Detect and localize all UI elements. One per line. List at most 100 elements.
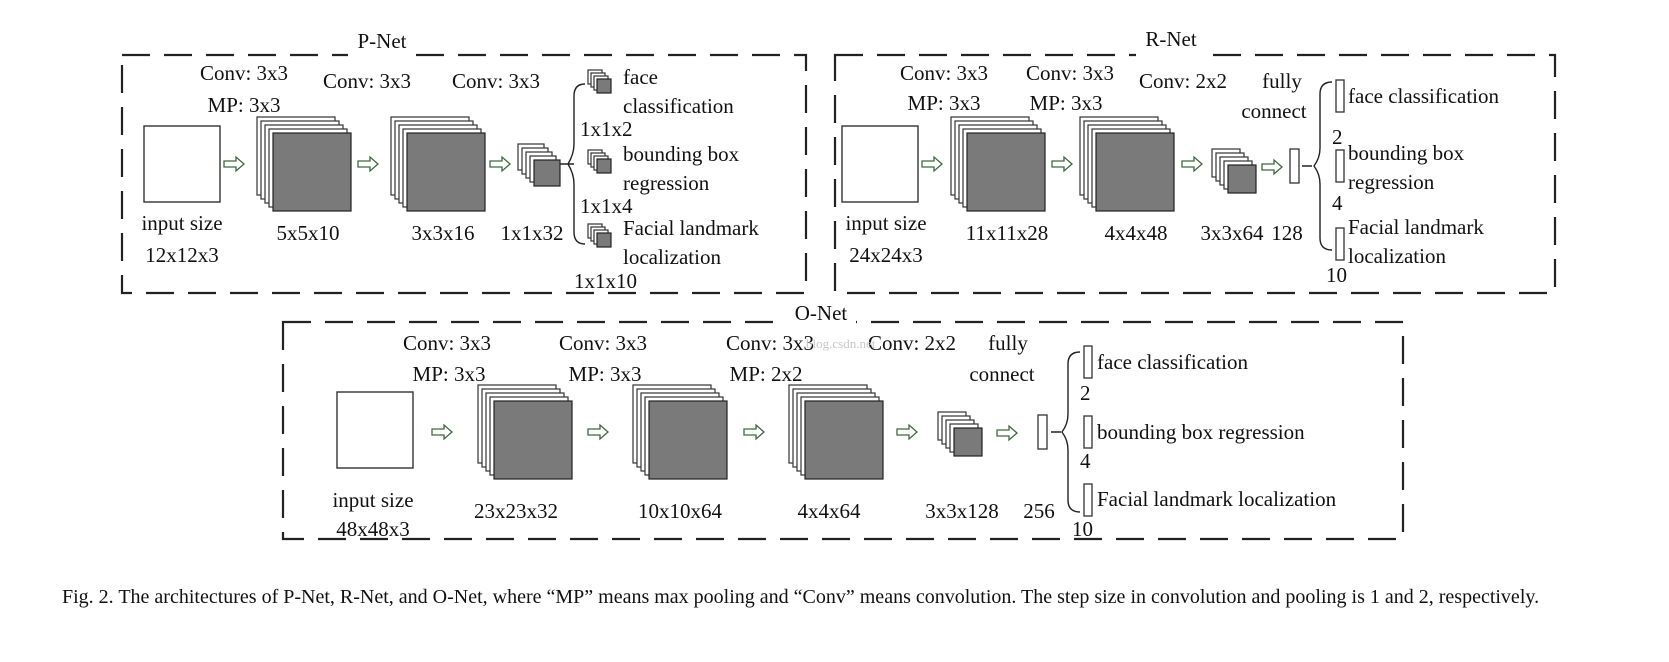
- onet-layer1-op2: MP: 3x3: [413, 362, 486, 386]
- rnet-layer2-out: 4x4x48: [1105, 221, 1168, 245]
- rnet-layer1-op1: Conv: 3x3: [900, 61, 988, 85]
- rnet-output3-vector: [1335, 227, 1345, 261]
- rnet-fc-label-2: connect: [1241, 99, 1306, 123]
- onet-arrow-5: [996, 424, 1018, 442]
- onet-output-brace: [1051, 351, 1081, 513]
- pnet-input-size: 12x12x3: [145, 243, 219, 267]
- onet-fc-label-1: fully: [988, 331, 1028, 355]
- onet-output2-vector: [1083, 415, 1093, 449]
- onet-fc-label-2: connect: [969, 362, 1034, 386]
- rnet-input-label: input size: [845, 211, 926, 235]
- onet-layer4-out: 3x3x128: [925, 499, 999, 523]
- pnet-output3-size: 1x1x10: [574, 269, 637, 293]
- rnet-input-image: [841, 125, 919, 203]
- pnet-arrow-3: [489, 155, 511, 173]
- rnet-fc-vector: [1289, 148, 1300, 184]
- onet-layer1-out: 23x23x32: [474, 499, 558, 523]
- rnet-arrow-3: [1181, 155, 1203, 173]
- rnet-layer1-out: 11x11x28: [966, 221, 1048, 245]
- mtcnn-architecture-diagram: P-Net input size 12x12x3 Conv: 3x3 MP: 3…: [120, 27, 1557, 541]
- rnet-title-backdrop: [1136, 40, 1206, 62]
- rnet-output1-vector: [1335, 79, 1345, 113]
- pnet-output-brace: [560, 83, 586, 245]
- onet-layer2-feature-map: [632, 384, 728, 480]
- onet-output1-vector: [1083, 345, 1093, 379]
- rnet-output2-vector: [1335, 149, 1345, 183]
- pnet-layer1-out: 5x5x10: [277, 221, 340, 245]
- rnet-layer2-op1: Conv: 3x3: [1026, 61, 1114, 85]
- pnet-output3-cube: [587, 223, 612, 248]
- onet-layer4-op1: Conv: 2x2: [868, 331, 956, 355]
- onet-arrow-3: [743, 423, 765, 441]
- onet-layer1-op1: Conv: 3x3: [403, 331, 491, 355]
- onet-output2-size: 4: [1080, 449, 1091, 473]
- onet-output1-size: 2: [1080, 381, 1091, 405]
- figure-caption: Fig. 2. The architectures of P-Net, R-Ne…: [62, 586, 1540, 608]
- rnet-output-brace: [1302, 81, 1333, 251]
- onet-input-label: input size: [332, 488, 413, 512]
- pnet-layer3-op1: Conv: 3x3: [452, 69, 540, 93]
- pnet-output1-size: 1x1x2: [580, 117, 633, 141]
- rnet-layer3-out: 3x3x64: [1201, 221, 1265, 245]
- onet-title-backdrop: [786, 306, 856, 328]
- rnet-output2-size: 4: [1332, 191, 1343, 215]
- pnet-title-backdrop: [348, 40, 416, 62]
- pnet-panel: P-Net input size 12x12x3 Conv: 3x3 MP: 3…: [120, 29, 808, 295]
- rnet-arrow-2: [1051, 155, 1073, 173]
- onet-layer3-op1: Conv: 3x3: [726, 331, 814, 355]
- rnet-layer3-feature-map: [1211, 148, 1257, 194]
- onet-layer2-op1: Conv: 3x3: [559, 331, 647, 355]
- pnet-layer1-op1: Conv: 3x3: [200, 61, 288, 85]
- onet-fc-vector: [1037, 414, 1048, 450]
- rnet-output1-line1: face classification: [1348, 84, 1499, 108]
- rnet-arrow-4: [1261, 158, 1283, 176]
- pnet-output1-line1: face: [623, 65, 658, 89]
- rnet-output2-line1: bounding box: [1348, 141, 1465, 165]
- rnet-output2-line2: regression: [1348, 170, 1435, 194]
- onet-layer1-feature-map: [477, 384, 573, 480]
- pnet-output3-line1: Facial landmark: [623, 216, 759, 240]
- onet-layer2-op2: MP: 3x3: [569, 362, 642, 386]
- rnet-panel: R-Net input size 24x24x3 Conv: 3x3 MP: 3…: [833, 27, 1557, 295]
- onet-arrow-4: [896, 423, 918, 441]
- pnet-frame: [120, 53, 808, 295]
- pnet-arrow-2: [357, 155, 379, 173]
- rnet-output3-line2: localization: [1348, 244, 1446, 268]
- rnet-layer3-op1: Conv: 2x2: [1139, 69, 1227, 93]
- pnet-output2-line1: bounding box: [623, 142, 740, 166]
- pnet-layer3-feature-map: [517, 143, 561, 187]
- rnet-fc-size: 128: [1271, 221, 1303, 245]
- watermark: blog.csdn.net: [806, 336, 876, 351]
- pnet-output3-line2: localization: [623, 245, 721, 269]
- rnet-layer2-feature-map: [1079, 116, 1175, 212]
- onet-arrow-2: [587, 423, 609, 441]
- pnet-output2-cube: [587, 149, 612, 174]
- pnet-input-label: input size: [141, 211, 222, 235]
- pnet-output1-cube: [587, 69, 612, 94]
- onet-layer3-op2: MP: 2x2: [730, 362, 803, 386]
- onet-title: O-Net: [795, 301, 848, 325]
- rnet-arrow-1: [921, 155, 943, 173]
- rnet-output3-line1: Facial landmark: [1348, 215, 1484, 239]
- pnet-output2-size: 1x1x4: [580, 194, 633, 218]
- rnet-layer1-op2: MP: 3x3: [908, 91, 981, 115]
- pnet-layer2-out: 3x3x16: [412, 221, 475, 245]
- onet-input-size: 48x48x3: [336, 517, 410, 541]
- onet-arrow-1: [431, 423, 453, 441]
- onet-layer3-feature-map: [788, 384, 884, 480]
- pnet-layer1-feature-map: [256, 116, 352, 212]
- onet-output2-label: bounding box regression: [1097, 420, 1305, 444]
- pnet-input-image: [143, 125, 221, 203]
- rnet-layer2-op2: MP: 3x3: [1030, 91, 1103, 115]
- onet-fc-size: 256: [1023, 499, 1055, 523]
- onet-output3-vector: [1083, 483, 1093, 517]
- onet-layer4-feature-map: [937, 411, 983, 457]
- pnet-layer2-op1: Conv: 3x3: [323, 69, 411, 93]
- rnet-layer1-feature-map: [950, 116, 1046, 212]
- pnet-layer2-feature-map: [390, 116, 486, 212]
- onet-output1-label: face classification: [1097, 350, 1248, 374]
- onet-input-image: [336, 391, 414, 469]
- pnet-arrow-1: [223, 155, 245, 173]
- pnet-output1-line2: classification: [623, 94, 734, 118]
- onet-panel: O-Net input size 48x48x3 Conv: 3x3 MP: 3…: [281, 301, 1405, 541]
